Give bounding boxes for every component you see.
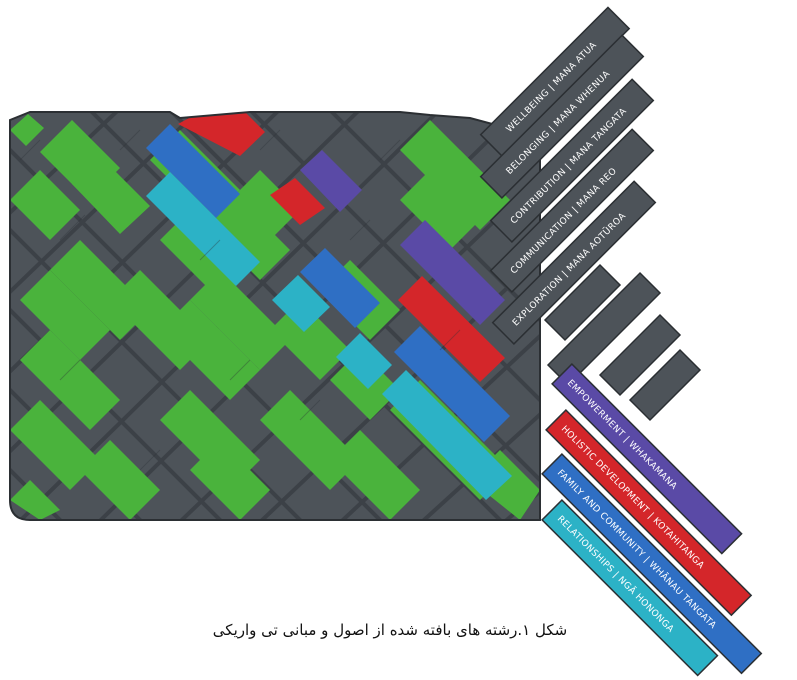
strand-exploration xyxy=(491,180,657,345)
mat-outline xyxy=(9,111,541,521)
figure-caption: شکل ۱.رشته های بافته شده از اصول و مبانی… xyxy=(212,621,568,639)
strand-family xyxy=(541,453,763,675)
accent-blocks xyxy=(146,112,512,500)
strand-communication xyxy=(489,128,655,293)
stub-4 xyxy=(628,348,702,422)
strand-empowerment xyxy=(551,363,743,555)
stub-3 xyxy=(598,313,682,397)
stub-1 xyxy=(543,263,622,342)
strand-belonging xyxy=(479,34,645,199)
green-corner xyxy=(10,114,44,146)
green-blocks xyxy=(10,120,540,520)
strand-contribution xyxy=(489,78,655,243)
strand-relationships xyxy=(541,499,719,677)
woven-mat xyxy=(9,111,541,521)
strand-holistic xyxy=(545,409,753,617)
grain-lines xyxy=(19,129,461,471)
